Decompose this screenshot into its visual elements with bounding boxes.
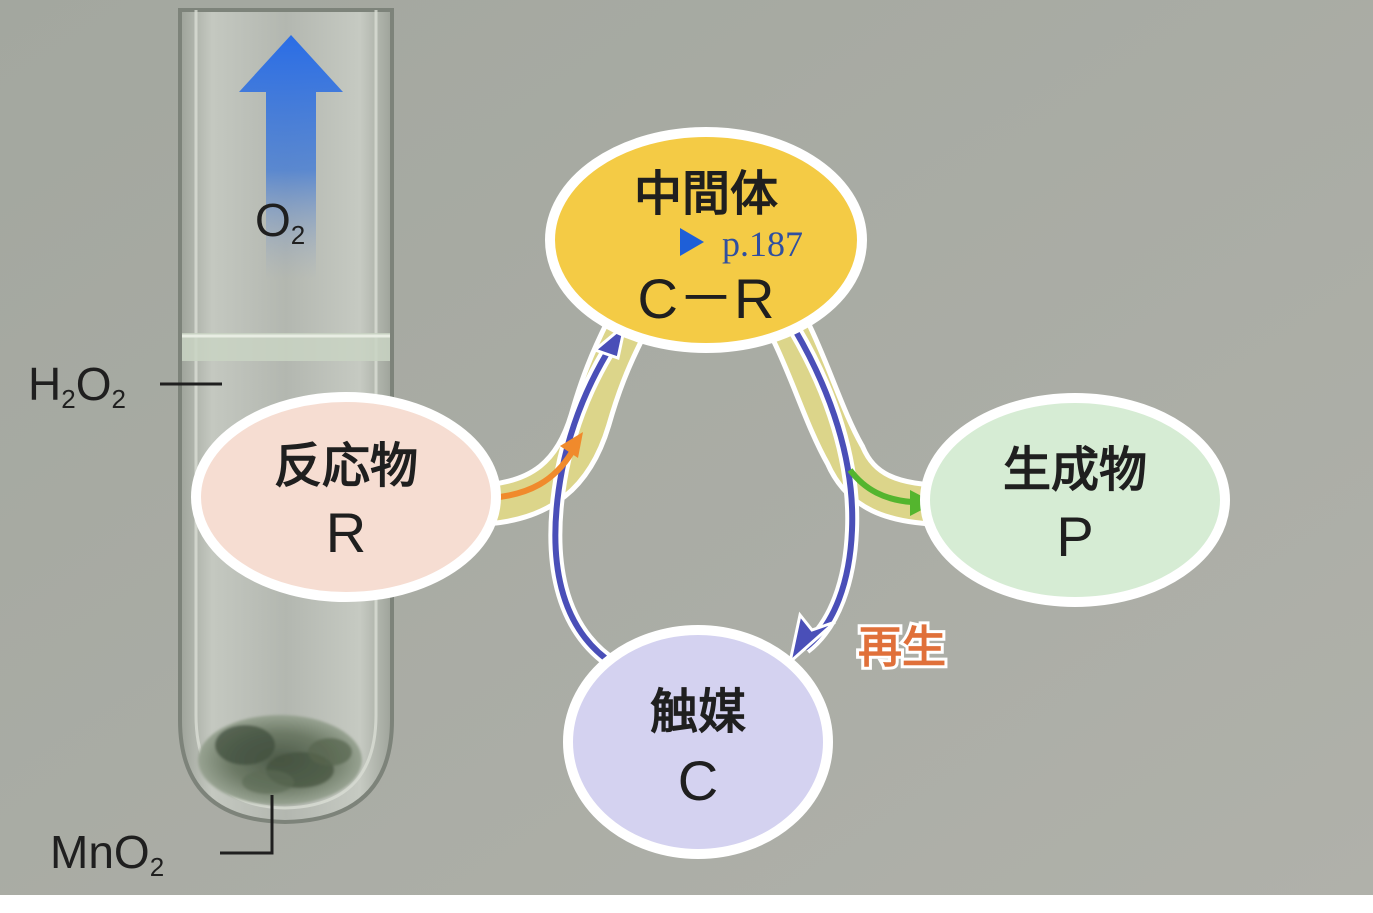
catalyst-ellipse: [563, 625, 833, 859]
product-ellipse: [920, 393, 1230, 607]
intermediate-page-ref: p.187: [722, 224, 803, 264]
o2-arrow: O2: [239, 35, 343, 280]
mno2-leader-line: [220, 795, 274, 855]
intermediate-ellipse: [545, 127, 867, 353]
reactant-to-intermediate-band-fill: [469, 322, 641, 522]
regeneration-arrowhead: [787, 611, 836, 667]
intermediate-title: 中間体: [634, 166, 778, 222]
intermediate-symbol: C－R: [638, 267, 775, 330]
catalyst-title: 触媒: [650, 684, 747, 740]
catalyst-to-intermediate-arrow: [552, 343, 617, 668]
catalyst-cycle: [548, 321, 860, 671]
mno2-label: MnO2: [50, 826, 164, 882]
intermediate-to-catalyst-arrow: [792, 328, 856, 651]
reactant-arrow: [489, 450, 575, 501]
catalyst-symbol: C: [678, 749, 718, 812]
reactant-ellipse: [191, 392, 501, 602]
reactant-title: 反応物: [274, 438, 418, 494]
arrow-up-icon: [239, 35, 343, 280]
page-margin: [0, 895, 1373, 913]
catalyst-node: 触媒 C: [563, 625, 833, 859]
product-arrow: [847, 468, 913, 505]
reactant-node: 反応物 R: [191, 392, 501, 602]
reaction-arrows: [489, 432, 935, 516]
mno2-callout: MnO2: [50, 795, 274, 882]
reactant-arrowhead: [560, 432, 583, 458]
product-symbol: P: [1056, 505, 1093, 568]
mno2-powder: [198, 715, 362, 805]
triangle-right-icon: [680, 228, 704, 256]
reactant-symbol: R: [326, 501, 366, 564]
h2o2-callout: H2O2: [28, 358, 222, 414]
h2o2-label: H2O2: [28, 358, 126, 414]
o2-label: O2: [255, 194, 305, 250]
product-title: 生成物: [1003, 442, 1147, 498]
liquid-surface: [182, 333, 390, 361]
intermediate-node: 中間体 p.187 C－R: [545, 127, 867, 353]
product-node: 生成物 P: [920, 393, 1230, 607]
regeneration-label: 再生: [858, 622, 946, 673]
